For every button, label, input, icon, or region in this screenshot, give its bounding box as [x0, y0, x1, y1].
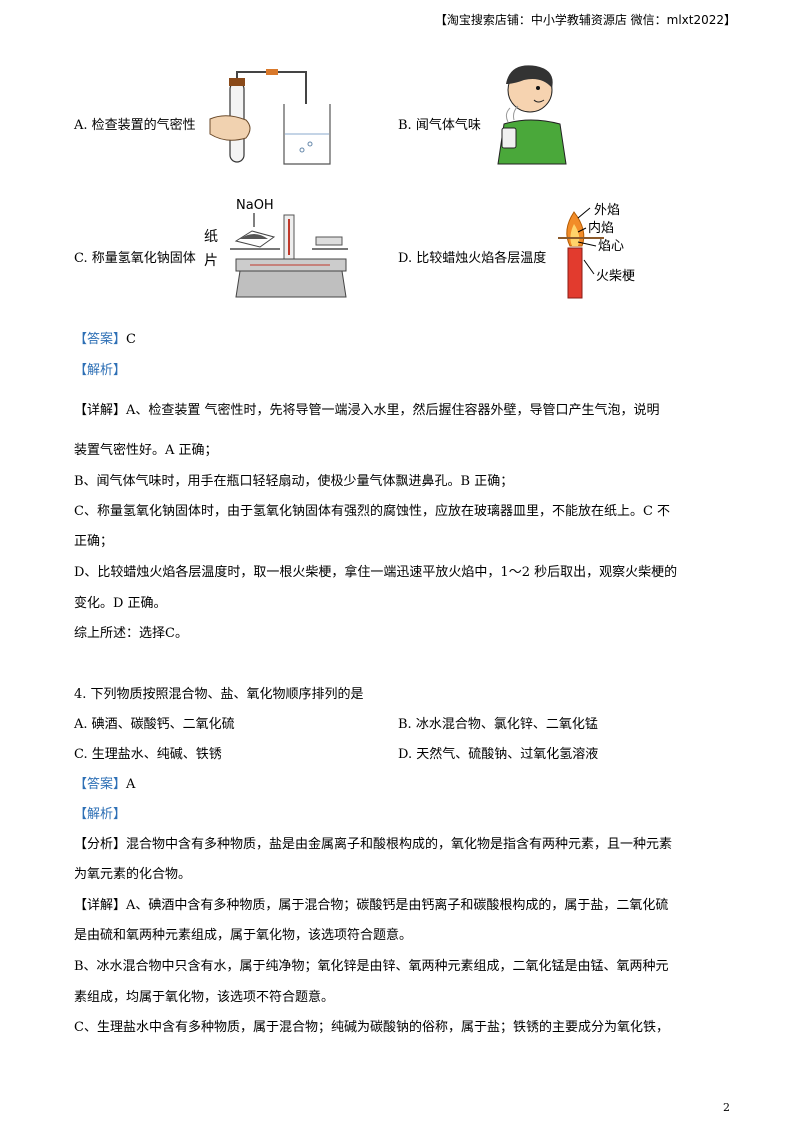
q3-detail-line-1: 【详解】A、检查装置 气密性时，先将导管一端浸入水里，然后握住容器外壁，导管口产…: [74, 402, 660, 420]
label-inner-flame: 内焰: [588, 220, 614, 236]
q3-detail-text-1: A、检查装置 气密性时，先将导管一端浸入水里，然后握住容器外壁，导管口产生气泡，…: [126, 403, 660, 418]
q4-fenxi-line-2: 为氧元素的化合物。: [74, 867, 192, 882]
q3-detail-line-8: 综上所述：选择C。: [74, 626, 188, 641]
q4-detail-text-1: A、碘酒中含有多种物质，属于混合物；碳酸钙是由钙离子和碳酸根构成的，属于盐，二氧…: [126, 898, 669, 913]
q3-detail-line-7: 变化。D 正确。: [74, 596, 167, 611]
q4-detail-line-3: B、冰水混合物中只含有水，属于纯净物；氧化锌是由锌、氧两种元素组成，二氧化锰是由…: [74, 959, 669, 974]
q4-detail-line-2: 是由硫和氧两种元素组成，属于氧化物，该选项符合题意。: [74, 928, 413, 943]
q3-detail-line-5: 正确；: [74, 534, 114, 549]
label-flame-core: 焰心: [598, 239, 624, 254]
q4-answer: A: [126, 777, 136, 792]
q3-option-a: A. 检查装置的气密性: [74, 118, 196, 133]
q3-detail-line-4: C、称量氢氧化钠固体时，由于氢氧化钠固体有强烈的腐蚀性，应放在玻璃器皿里，不能放…: [74, 504, 671, 519]
q4-fenxi-text-1: 混合物中含有多种物质，盐是由金属离子和酸根构成的，氧化物是指含有两种元素，且一种…: [126, 837, 673, 852]
q3-option-c: C. 称量氢氧化钠固体: [74, 251, 196, 266]
fenxi-tag: 【分析】: [74, 837, 127, 852]
q4-stem: 4. 下列物质按照混合物、盐、氧化物顺序排列的是: [74, 687, 364, 702]
q3-option-d: D. 比较蜡烛火焰各层温度: [398, 251, 547, 266]
label-paper-2: 片: [204, 253, 218, 269]
q3-option-b: B. 闻气体气味: [398, 118, 481, 133]
answer-tag: 【答案】: [74, 777, 127, 792]
q4-answer-line: 【答案】A: [74, 776, 135, 794]
q3-detail-line-3: B、闻气体气味时，用手在瓶口轻轻扇动，使极少量气体飘进鼻孔。B 正确；: [74, 474, 514, 489]
detail-tag: 【详解】: [74, 403, 127, 418]
label-naoh: NaOH: [236, 198, 274, 213]
label-matchstick: 火柴梗: [596, 269, 635, 284]
q4-option-d: D. 天然气、硫酸钠、过氧化氢溶液: [398, 747, 599, 762]
q4-option-a: A. 碘酒、碳酸钙、二氧化硫: [74, 717, 235, 732]
label-paper-1: 纸: [204, 229, 218, 245]
figure-candle-flame: 外焰 内焰 焰心 火柴梗: [558, 203, 635, 299]
figure-smell-gas: [497, 65, 567, 165]
detail-tag: 【详解】: [74, 898, 127, 913]
q3-answer-line: 【答案】C: [74, 331, 136, 349]
q4-detail-line-4: 素组成，均属于氧化物，该选项不符合题意。: [74, 990, 335, 1005]
q4-option-c: C. 生理盐水、纯碱、铁锈: [74, 747, 222, 762]
answer-tag: 【答案】: [74, 332, 127, 347]
q3-detail-line-6: D、比较蜡烛火焰各层温度时，取一根火柴梗，拿住一端迅速平放火焰中，1～2 秒后取…: [74, 565, 678, 580]
q4-analysis-tag: 【解析】: [74, 807, 127, 822]
page-header: 【淘宝搜索店铺：中小学教辅资源店 微信：mlxt2022】: [434, 13, 736, 27]
figure-balance-naoh: NaOH 纸 片: [204, 198, 348, 298]
q4-option-b: B. 冰水混合物、氯化锌、二氧化锰: [398, 717, 598, 732]
q4-detail-line-1: 【详解】A、碘酒中含有多种物质，属于混合物；碳酸钙是由钙离子和碳酸根构成的，属于…: [74, 897, 668, 915]
figure-airtightness-apparatus: [209, 69, 331, 165]
page-number: 2: [723, 1101, 730, 1114]
q3-detail-line-2: 装置气密性好。A 正确；: [74, 443, 218, 458]
q3-answer: C: [126, 332, 136, 347]
label-outer-flame: 外焰: [594, 203, 620, 218]
q3-analysis-tag: 【解析】: [74, 363, 127, 378]
q4-detail-line-5: C、生理盐水中含有多种物质，属于混合物；纯碱为碳酸钠的俗称，属于盐；铁锈的主要成…: [74, 1020, 669, 1035]
q4-fenxi-line-1: 【分析】混合物中含有多种物质，盐是由金属离子和酸根构成的，氧化物是指含有两种元素…: [74, 836, 672, 854]
